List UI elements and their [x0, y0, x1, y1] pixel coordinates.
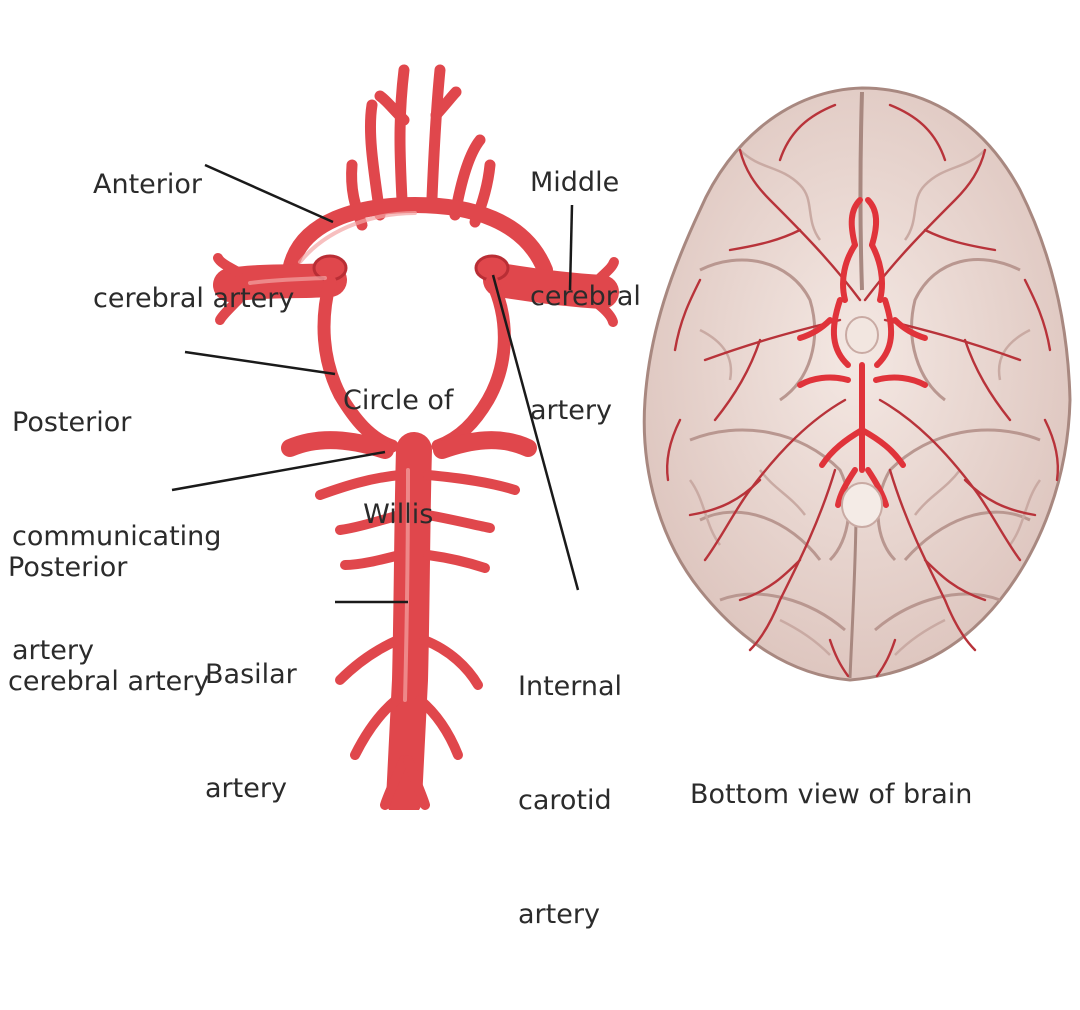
pons-region: [841, 482, 883, 528]
label-bottom-view-of-brain: Bottom view of brain: [690, 700, 972, 890]
surface-vessels: [666, 103, 1059, 678]
label-line: communicating: [12, 521, 222, 552]
label-line: Basilar: [205, 659, 297, 690]
longitudinal-fissure: [858, 91, 864, 291]
artery-highlights: [248, 211, 417, 702]
cerebellum-fissure: [848, 519, 858, 679]
leader-posterior-communicating: [184, 350, 336, 376]
label-line: cerebral artery: [8, 666, 210, 697]
label-line: Middle: [530, 167, 620, 198]
brain-outline: [642, 86, 1072, 682]
label-line: cerebral artery: [93, 283, 295, 314]
basilar-branches: [315, 470, 520, 810]
label-line: Internal: [518, 671, 623, 702]
anterior-arch: [282, 197, 553, 278]
label-line: carotid: [518, 785, 612, 816]
label-line: artery: [12, 635, 94, 666]
label-anterior-cerebral-artery: Anterior cerebral artery: [93, 90, 294, 394]
circle-of-willis-diagram: [213, 64, 619, 810]
label-circle-of-willis: Circle of Willis: [343, 306, 453, 610]
internal-carotid-stubs: [312, 254, 510, 282]
leader-internal-carotid: [491, 274, 580, 591]
label-line: Bottom view of brain: [690, 779, 973, 810]
brain-bottom-view: [642, 86, 1072, 682]
brain-circle-of-willis: [797, 197, 928, 508]
label-internal-carotid-artery: Internal carotid artery: [518, 592, 622, 1010]
pituitary-region: [845, 316, 879, 354]
label-posterior-communicating-artery: Posterior communicating artery: [12, 328, 221, 746]
lobe-contours: [689, 258, 1041, 632]
figure: Anterior cerebral artery Middle cerebral…: [8, 64, 1072, 930]
label-line: Anterior: [93, 169, 203, 200]
label-line: artery: [518, 899, 600, 930]
label-posterior-cerebral-artery: Posterior cerebral artery: [8, 473, 209, 777]
label-middle-cerebral-artery: Middle cerebral artery: [530, 88, 641, 506]
illustration: [171, 64, 1072, 810]
label-line: Posterior: [12, 407, 132, 438]
label-line: Posterior: [8, 552, 128, 583]
leader-lines: [171, 163, 580, 604]
label-line: artery: [205, 773, 287, 804]
label-line: cerebral: [530, 281, 641, 312]
leader-posterior-cerebral: [171, 450, 386, 492]
posterior-cerebral-arteries: [281, 431, 537, 459]
basilar-trunk: [386, 432, 432, 810]
label-basilar-artery: Basilar artery: [205, 580, 297, 884]
leader-middle-cerebral: [568, 204, 574, 291]
label-line: Willis: [363, 499, 434, 530]
leader-anterior-cerebral: [204, 163, 334, 224]
label-line: artery: [530, 395, 612, 426]
label-line: Circle of: [343, 385, 454, 416]
